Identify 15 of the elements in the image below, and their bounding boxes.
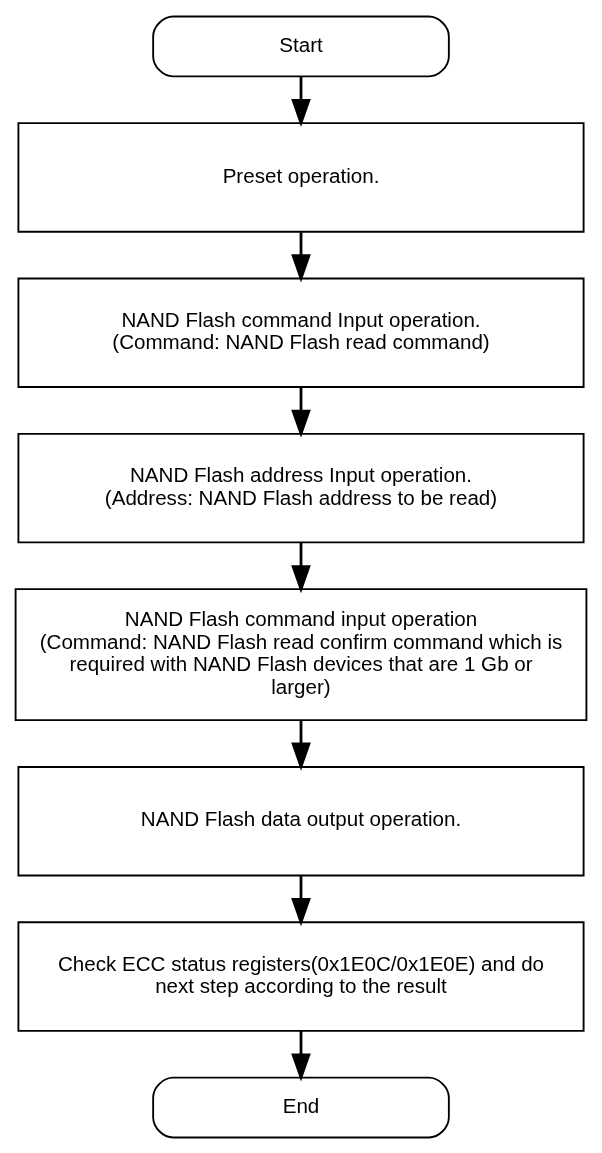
node-box: NAND Flash data output operation. bbox=[17, 765, 585, 876]
arrow bbox=[291, 387, 311, 438]
node-box: End bbox=[152, 1076, 450, 1138]
arrow bbox=[291, 76, 311, 127]
arrow bbox=[291, 231, 311, 282]
node-box: Start bbox=[152, 15, 450, 77]
arrow bbox=[291, 720, 311, 771]
node-box: NAND Flash address Input operation. (Address: NAND Flash address to be read) bbox=[17, 432, 585, 543]
node-box: Preset operation. bbox=[17, 121, 585, 233]
arrow bbox=[291, 1030, 311, 1082]
arrow bbox=[291, 541, 311, 593]
arrow bbox=[291, 875, 311, 926]
node-box: NAND Flash command Input operation. (Command: NAND Flash read command) bbox=[17, 277, 585, 388]
node-box: Check ECC status registers(0x1E0C/0x1E0E) and do next step according to the result bbox=[17, 920, 585, 1032]
node-box: NAND Flash command input operation (Command: NAND Flash read confirm command which is required with NAND Flash devices that are 1 Gb or larger) bbox=[14, 587, 588, 721]
